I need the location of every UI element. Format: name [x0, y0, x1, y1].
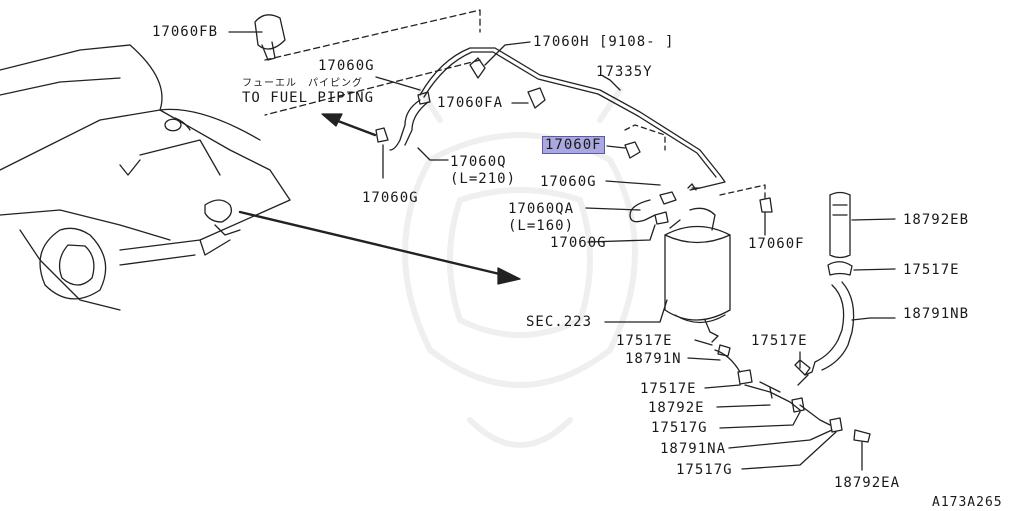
label-17060FB: 17060FB [152, 24, 219, 40]
label-17060G-top: 17060G [318, 58, 375, 74]
label-18791NA: 18791NA [660, 441, 727, 457]
label-17517G-b: 17517G [676, 462, 733, 478]
label-17335Y: 17335Y [596, 64, 653, 80]
label-17517E-a: 17517E [616, 333, 673, 349]
label-SEC223: SEC.223 [526, 314, 593, 330]
label-17517G-a: 17517G [651, 420, 708, 436]
label-17060FA: 17060FA [437, 95, 504, 111]
label-17060Q-length: (L=210) [450, 171, 517, 187]
label-17517E-right: 17517E [903, 262, 960, 278]
label-17060G-left: 17060G [362, 190, 419, 206]
label-17060QA-length: (L=160) [508, 218, 575, 234]
label-17060Q: 17060Q [450, 154, 507, 170]
label-18792E: 18792E [648, 400, 705, 416]
label-18792EA: 18792EA [834, 475, 901, 491]
label-17060G-low: 17060G [550, 235, 607, 251]
label-17517E-b: 17517E [640, 381, 697, 397]
label-17060F-highlighted: 17060F [542, 136, 605, 154]
label-18792EB: 18792EB [903, 212, 970, 228]
figure-code: A173A265 [932, 495, 1003, 510]
note-to-fuel-piping: TO FUEL PIPING [242, 90, 375, 106]
label-17060H: 17060H [9108- ] [533, 34, 675, 50]
label-17060F-right: 17060F [748, 236, 805, 252]
note-japanese: フューエル パイピング [242, 78, 363, 89]
label-18791N: 18791N [625, 351, 682, 367]
label-17060QA: 17060QA [508, 201, 575, 217]
car-outline [0, 44, 291, 311]
label-18791NB: 18791NB [903, 306, 970, 322]
label-17060G-mid: 17060G [540, 174, 597, 190]
label-17517E-c: 17517E [751, 333, 808, 349]
